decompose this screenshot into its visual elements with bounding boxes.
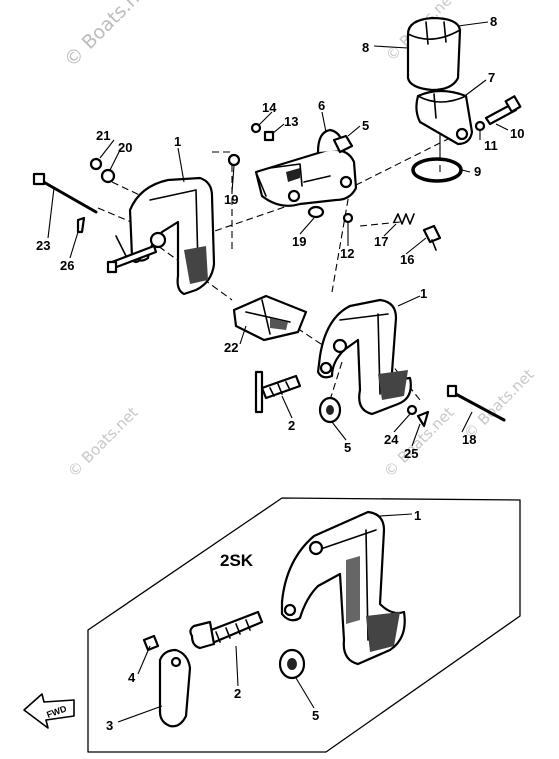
callout-7: 7 bbox=[488, 70, 495, 85]
callout-21: 21 bbox=[96, 128, 110, 143]
callout-2-inset: 2 bbox=[234, 686, 241, 701]
forward-arrow: FWD bbox=[23, 693, 75, 729]
part-19-washer-b bbox=[307, 205, 325, 219]
inset-part-2-screw bbox=[189, 610, 264, 650]
watermark-top-left: © Boats.net bbox=[60, 0, 158, 72]
part-26-handle bbox=[106, 235, 158, 274]
part-18-bolt bbox=[446, 384, 506, 422]
part-16-wing-screw bbox=[422, 224, 442, 251]
part-1-bracket-left bbox=[128, 176, 216, 296]
part-19-washer-a bbox=[227, 153, 241, 167]
callout-11: 11 bbox=[484, 138, 498, 153]
part-23-bolt bbox=[32, 172, 98, 214]
part-5-block bbox=[332, 134, 354, 154]
inset-frame bbox=[87, 497, 521, 753]
callout-17: 17 bbox=[374, 234, 388, 249]
inset-model-label: 2SK bbox=[220, 551, 254, 570]
callout-5-inset: 5 bbox=[312, 708, 319, 723]
callout-8-left: 8 bbox=[362, 40, 369, 55]
callout-3: 3 bbox=[106, 718, 113, 733]
callout-18: 18 bbox=[462, 432, 476, 447]
callout-23: 23 bbox=[36, 238, 50, 253]
callout-4: 4 bbox=[128, 670, 136, 685]
callout-19-top: 19 bbox=[224, 192, 238, 207]
part-9-ring bbox=[411, 157, 463, 183]
part-24-washer bbox=[406, 404, 418, 416]
part-1-bracket-right bbox=[316, 298, 412, 416]
part-11-washer bbox=[474, 120, 486, 132]
callout-1-inset: 1 bbox=[414, 508, 421, 523]
callout-22: 22 bbox=[224, 340, 238, 355]
callout-9: 9 bbox=[474, 164, 481, 179]
callout-10: 10 bbox=[510, 126, 524, 141]
callout-6: 6 bbox=[318, 98, 325, 113]
part-26-screw bbox=[76, 216, 86, 234]
callout-24: 24 bbox=[384, 432, 399, 447]
callout-2-upper: 2 bbox=[288, 418, 295, 433]
inset-part-1-bracket bbox=[280, 510, 406, 666]
part-10-bolt bbox=[484, 95, 522, 126]
watermark-mid-left: © Boats.net bbox=[64, 403, 142, 481]
callout-20: 20 bbox=[118, 140, 132, 155]
inset-part-3-handle bbox=[158, 648, 192, 728]
part-20-washer bbox=[100, 168, 116, 184]
part-22-plate bbox=[232, 294, 308, 342]
callout-12: 12 bbox=[340, 246, 354, 261]
callout-5-mid: 5 bbox=[344, 440, 351, 455]
callout-labels: 1 8 8 7 10 11 9 6 5 14 13 19 19 12 17 16… bbox=[36, 14, 524, 733]
callout-1-upper-left: 1 bbox=[174, 134, 181, 149]
callout-5-top: 5 bbox=[362, 118, 369, 133]
inset-part-4-screw bbox=[142, 634, 160, 652]
part-12-nut bbox=[342, 212, 354, 224]
callout-19-mid: 19 bbox=[292, 234, 306, 249]
inset-part-5-pad bbox=[278, 648, 306, 680]
callout-8-right: 8 bbox=[490, 14, 497, 29]
callout-16: 16 bbox=[400, 252, 414, 267]
callout-1-mid-right: 1 bbox=[420, 286, 427, 301]
part-8-sleeve bbox=[406, 16, 462, 92]
part-7-clamp bbox=[415, 89, 474, 146]
leader-lines bbox=[47, 21, 509, 723]
callout-26: 26 bbox=[60, 258, 74, 273]
part-5-pad bbox=[318, 396, 342, 424]
callout-14: 14 bbox=[262, 100, 277, 115]
part-17-spring bbox=[393, 213, 415, 225]
part-21-nut bbox=[89, 157, 103, 171]
callout-25: 25 bbox=[404, 446, 418, 461]
part-2-clamp-screw bbox=[254, 370, 302, 414]
part-13-nut bbox=[263, 130, 275, 142]
callout-13: 13 bbox=[284, 114, 298, 129]
part-25-pin bbox=[416, 410, 430, 428]
